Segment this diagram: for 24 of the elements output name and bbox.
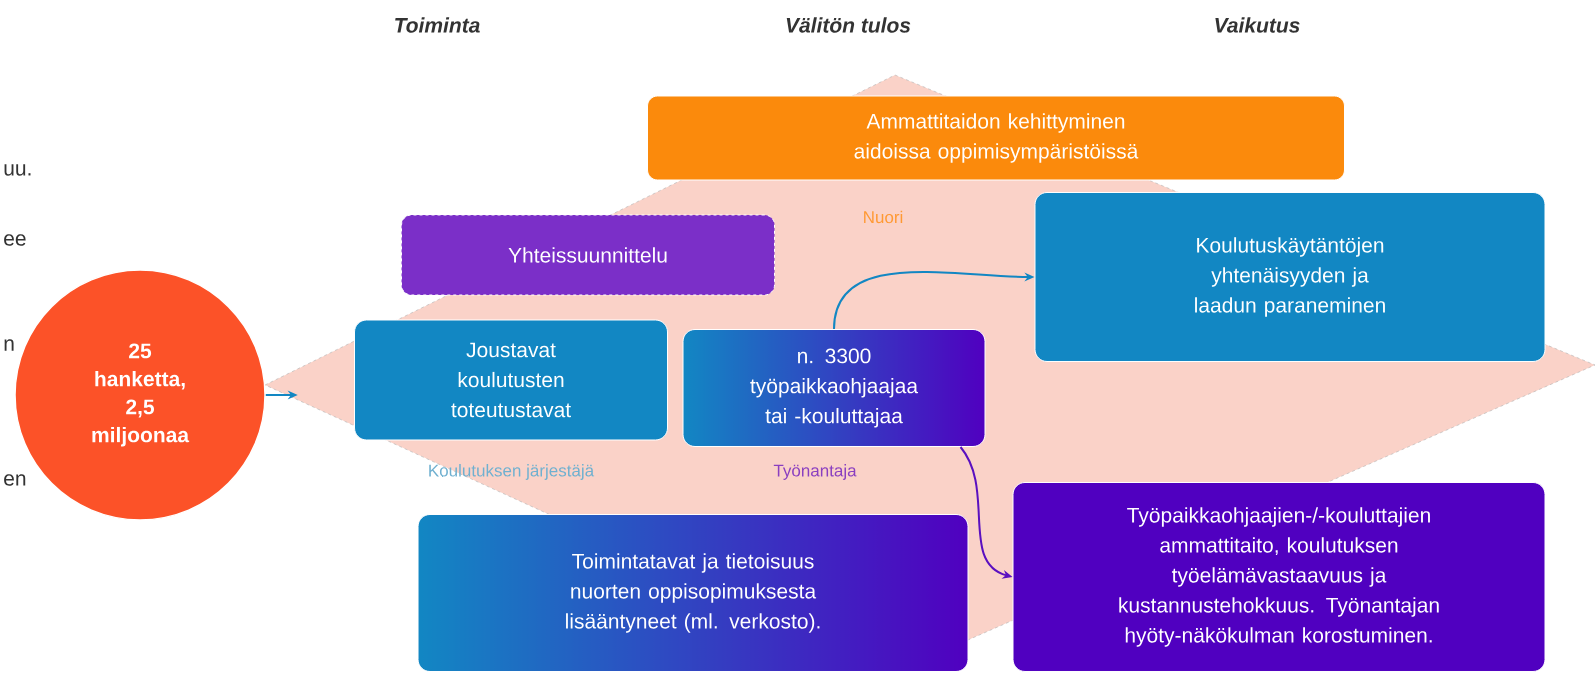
activity-box	[401, 214, 775, 296]
text-fragment: ee	[4, 234, 26, 246]
box-text: Joustavat koulutusten toteutustavat	[451, 342, 571, 418]
column-heading: Toiminta	[395, 17, 480, 33]
box-text: Ammattitaidon kehittyminen aidoissa oppimisympäristöissä	[854, 113, 1139, 163]
outcome-box	[1012, 482, 1546, 672]
column-heading: Välitön tulos	[786, 17, 911, 33]
box-text: 25 hanketta, 2,5 miljoonaa	[92, 343, 190, 447]
result-box	[1034, 192, 1546, 362]
box-text: Yhteissuunnittelu	[508, 247, 667, 263]
box-text: n. 3300 työpaikkaohjaajaa tai -kouluttajaa	[750, 348, 919, 428]
role-label: Työnantaja	[773, 464, 857, 480]
column-heading: Vaikutus	[1215, 17, 1300, 33]
text-fragment: uu.	[4, 164, 31, 176]
result-box	[682, 329, 986, 447]
box-text: Koulutuskäytäntöjen yhtenäisyyden ja laadun paraneminen	[1195, 237, 1385, 317]
role-label: Nuori	[864, 210, 903, 224]
box-text: Työpaikkaohjaajien-/-kouluttajien ammattitaito, koulutuksen työelämävastaavuus ja kustannustehokkuus. Työnantajan hyöty-näkökulman korostuminen.	[1119, 507, 1439, 647]
text-fragment: en	[4, 474, 26, 486]
box-text: Toimintatavat ja tietoisuus nuorten oppisopimuksesta lisääntyneet (ml. verkosto).	[566, 553, 820, 633]
result-box	[417, 514, 969, 672]
role-label: Koulutuksen järjestäjä	[429, 464, 595, 480]
outcome-box	[647, 95, 1345, 181]
result-box	[354, 319, 668, 441]
